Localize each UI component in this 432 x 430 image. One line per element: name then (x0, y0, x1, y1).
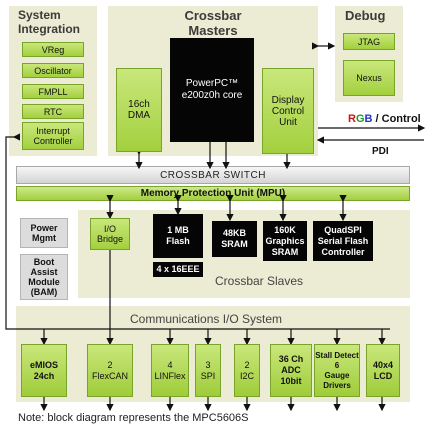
emios-module: eMIOS 24ch (21, 344, 67, 397)
boot-assist-module-block: Boot Assist Module (BAM) (20, 254, 68, 300)
rtc-block: RTC (22, 104, 84, 119)
gauge-drivers-module: Stall Detect 6 Gauge Drivers (314, 344, 360, 397)
crossbar-slaves-title: Crossbar Slaves (215, 274, 304, 288)
spi-module: 3 SPI (195, 344, 221, 397)
rgb-label: RGB (348, 113, 373, 125)
pdi-label: PDI (372, 146, 389, 157)
output-separator: / (372, 113, 382, 125)
display-control-unit-block: Display Control Unit (262, 68, 314, 154)
oscillator-block: Oscillator (22, 63, 84, 78)
eee-block: 4 x 16EEE (153, 262, 203, 277)
power-management-block: Power Mgmt (20, 218, 68, 248)
crossbar-masters-title: Crossbar Masters (184, 8, 242, 38)
control-label: Control (381, 113, 421, 125)
nexus-block: Nexus (343, 60, 395, 96)
powerpc-core-block: PowerPC™ e200z0h core (170, 38, 254, 142)
lcd-module: 40x4 LCD (366, 344, 400, 397)
mpu-label: Memory Protection Unit (MPU) (140, 188, 286, 199)
mpu-bar: Memory Protection Unit (MPU) (16, 186, 410, 201)
sram-block: 48KB SRAM (212, 221, 257, 257)
system-integration-title: System Integration (18, 8, 80, 36)
flash-block: 1 MB Flash (153, 214, 203, 258)
comm-io-title: Communications I/O System (130, 312, 283, 326)
graphics-sram-block: 160K Graphics SRAM (263, 221, 307, 261)
io-bridge-block: I/O Bridge (90, 218, 130, 250)
interrupt-controller-block: Interrupt Controller (22, 122, 84, 150)
rgb-control-label: RGB / Control (348, 113, 421, 125)
jtag-block: JTAG (343, 33, 395, 50)
dma-block: 16ch DMA (116, 68, 162, 152)
flexcan-module: 2 FlexCAN (87, 344, 133, 397)
quadspi-controller-block: QuadSPI Serial Flash Controller (313, 221, 373, 261)
linflex-module: 4 LINFlex (151, 344, 189, 397)
debug-title: Debug (345, 8, 386, 23)
crossbar-switch-label: CROSSBAR SWITCH (160, 169, 266, 181)
footnote: Note: block diagram represents the MPC56… (18, 412, 249, 424)
adc-module: 36 Ch ADC 10bit (270, 344, 312, 397)
fmpll-block: FMPLL (22, 84, 84, 99)
vreg-block: VReg (22, 42, 84, 57)
i2c-module: 2 I2C (234, 344, 260, 397)
